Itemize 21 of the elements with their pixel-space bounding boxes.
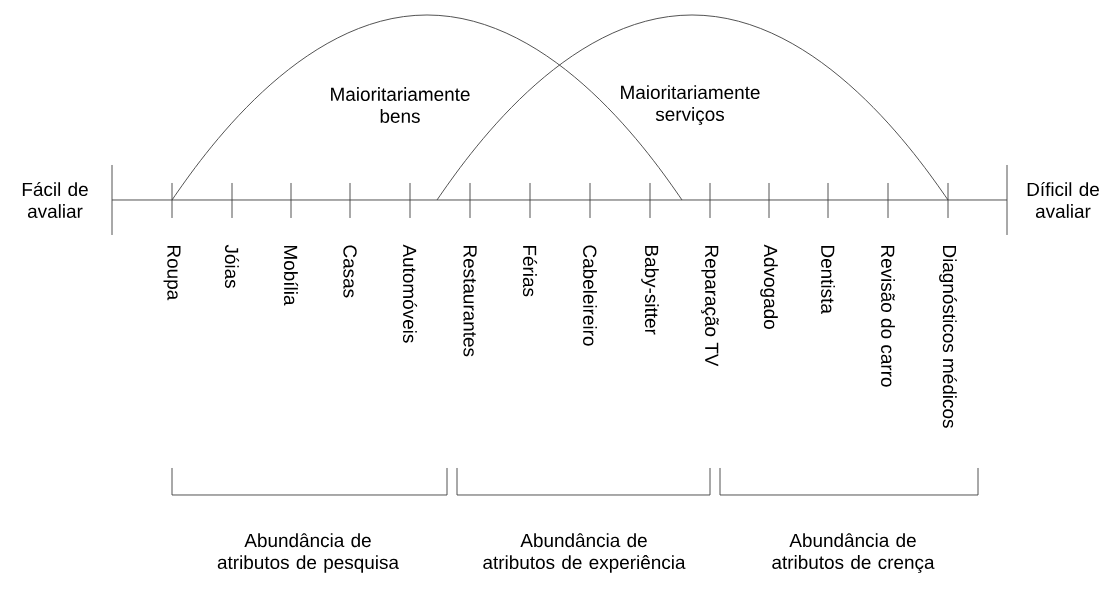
item-label: Férias	[522, 246, 538, 297]
bracket-caption: Abundância de atributos de experiência	[483, 533, 686, 573]
item-label: Revisão do carro	[881, 246, 895, 387]
bracket-caption: Abundância de atributos de crença	[772, 533, 935, 573]
region-label: Maioritariamente bens	[331, 87, 470, 123]
item-label: Baby-sitter	[641, 246, 659, 335]
item-label: Dentista	[821, 246, 835, 314]
item-label: Restaurantes	[463, 246, 477, 357]
region-label: Maioritariamente serviços	[621, 85, 760, 125]
item-label: Reparação TV	[701, 246, 719, 367]
item-label: Cabeleireiro	[583, 245, 597, 346]
item-label: Automóveis	[402, 244, 418, 343]
end-label: Fácil de avaliar	[22, 182, 88, 218]
item-label: Advogado	[760, 244, 778, 329]
item-label: Diagnósticos médicos	[939, 246, 957, 428]
item-label: Roupa	[163, 246, 181, 301]
item-label: Jóias	[224, 244, 240, 288]
end-label: Díficil de avaliar	[1027, 182, 1099, 218]
bracket-caption: Abundância de atributos de pesquisa	[217, 533, 399, 573]
item-label: Mobília	[283, 246, 299, 306]
item-label: Casas	[343, 245, 357, 298]
